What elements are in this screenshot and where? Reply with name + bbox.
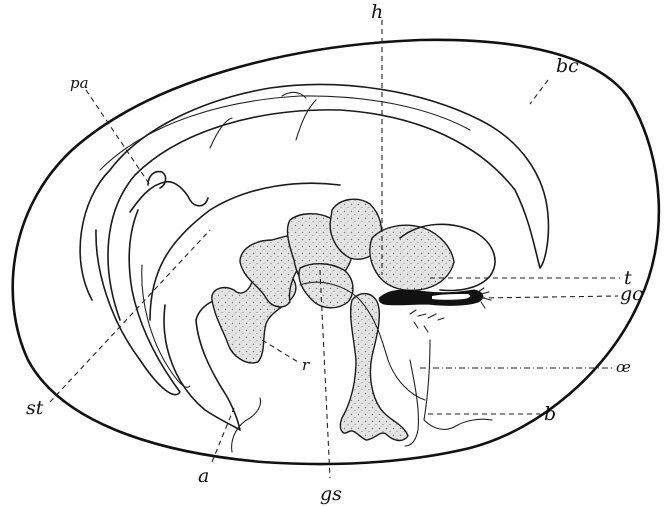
label-b: b [544, 403, 556, 425]
label-pa: pa [70, 74, 89, 92]
foot-outline-3 [424, 340, 492, 429]
label-bc: bc [556, 55, 579, 77]
label-gc: gc [620, 283, 643, 305]
label-r: r [302, 356, 310, 374]
pallial-canal-4 [296, 100, 316, 140]
pallial-canal-3 [210, 118, 232, 148]
label-st: st [26, 397, 44, 419]
leader-bc [530, 80, 548, 104]
label-h: h [371, 1, 383, 23]
leader-gc [480, 296, 618, 298]
mantle-fold [100, 96, 470, 170]
oesophagus-fibres [410, 310, 444, 332]
label-gs: gs [320, 483, 342, 505]
pallial-canal-1 [130, 182, 208, 212]
label-a: a [198, 465, 209, 487]
leader-r [262, 340, 298, 362]
organ-middle [299, 264, 353, 308]
lateral-wall-2 [142, 265, 190, 387]
anterior-loop [232, 398, 261, 452]
organ-lower-column [340, 294, 408, 441]
label-oe: œ [616, 358, 631, 376]
